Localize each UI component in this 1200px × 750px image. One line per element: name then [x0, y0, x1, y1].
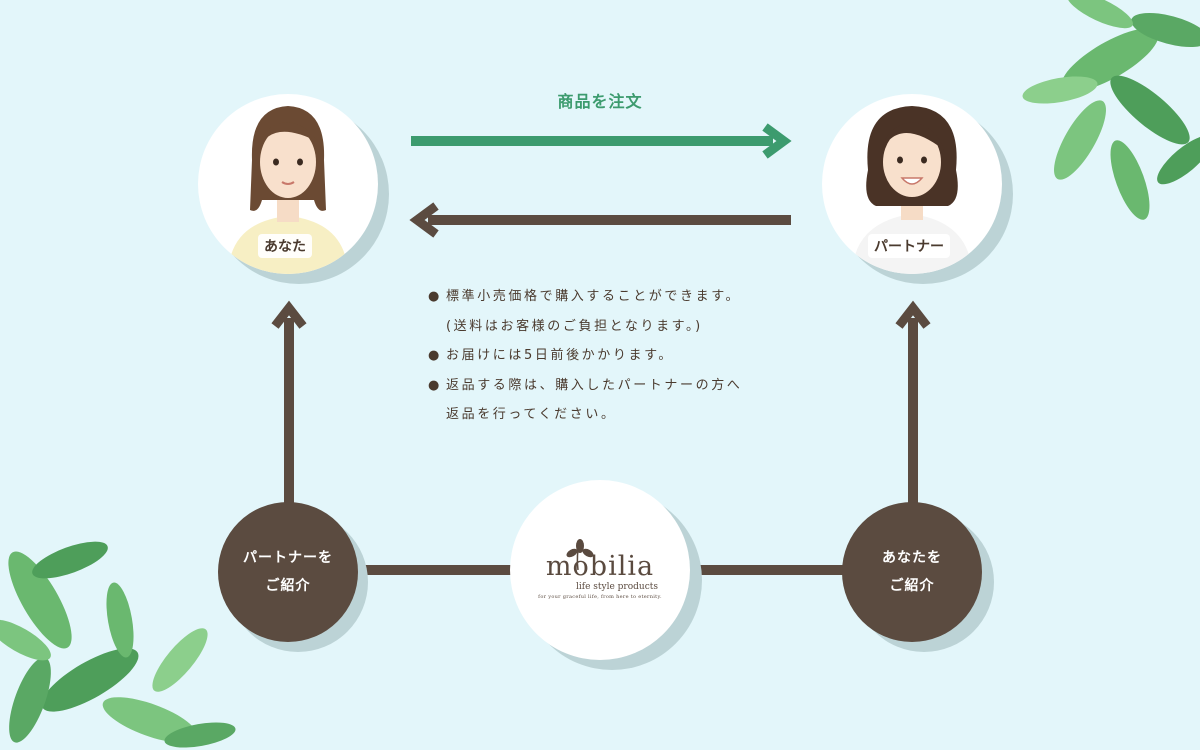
connector-right: [675, 565, 855, 575]
mobilia-logo: mobilia life style products for your gra…: [530, 552, 670, 601]
bullet-icon: ●: [428, 289, 442, 304]
note-line-5: 返品を行ってください。: [446, 407, 617, 422]
logo-circle: [510, 480, 690, 660]
order-arrow: [411, 123, 792, 159]
you-label: あなた: [258, 234, 312, 258]
partner-label: パートナー: [868, 234, 950, 258]
leaves-top-right-icon: [1022, 0, 1200, 220]
arrow-up-right: [895, 300, 931, 504]
leaf-sprig-icon: [566, 539, 594, 571]
arrow-up-left: [271, 300, 307, 504]
introduce-partner-line1: パートナーを: [243, 550, 333, 566]
note-line-4: ●返品する際は、購入したパートナーの方へ: [428, 371, 808, 401]
note-line-3: ●お届けには5日前後かかります。: [428, 341, 808, 371]
node-introduce-you: [842, 502, 982, 642]
bullet-icon: ●: [428, 377, 442, 393]
introduce-you-label: あなたを ご紹介: [852, 544, 972, 600]
leaves-bottom-left-icon: [0, 541, 236, 748]
note-line-1: ●標準小売価格で購入することができます。: [428, 282, 808, 312]
return-arrow: [409, 202, 791, 238]
avatar-partner: [822, 94, 1002, 274]
notes-block: ●標準小売価格で購入することができます。 (送料はお客様のご負担となります。) …: [428, 282, 808, 430]
node-introduce-partner: [218, 502, 358, 642]
connector-left: [350, 565, 525, 575]
introduce-partner-label: パートナーを ご紹介: [228, 544, 348, 600]
order-label: 商品を注文: [557, 92, 643, 111]
logo-tagline: for your graceful life, from here to ete…: [538, 594, 662, 600]
logo-subtitle: life style products: [576, 582, 658, 592]
note-line-2: (送料はお客様のご負担となります。): [446, 318, 703, 334]
bullet-icon: ●: [428, 348, 442, 363]
avatar-you: [198, 94, 378, 274]
introduce-partner-line2: ご紹介: [265, 578, 311, 594]
logo-name: mobilia: [545, 551, 655, 582]
introduce-you-line1: あなたを: [882, 550, 942, 566]
introduce-you-line2: ご紹介: [889, 578, 935, 594]
